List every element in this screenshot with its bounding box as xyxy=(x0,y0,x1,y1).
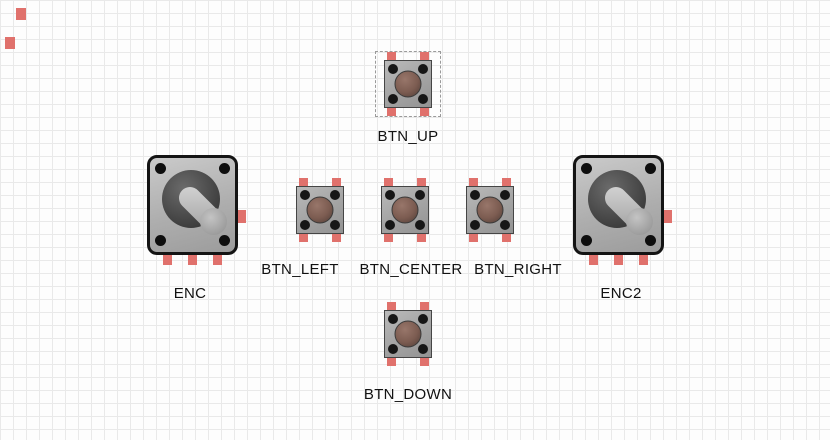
corner-dot xyxy=(418,64,428,74)
encoder-body xyxy=(573,155,664,255)
corner-dot xyxy=(470,220,480,230)
button-body xyxy=(296,186,344,234)
corner-dot xyxy=(385,220,395,230)
component-label[interactable]: BTN_DOWN xyxy=(363,386,453,403)
encoder-footprint-ENC[interactable]: ENC xyxy=(147,155,246,302)
corner-dot xyxy=(388,344,398,354)
corner-dot xyxy=(415,190,425,200)
corner-dot xyxy=(415,220,425,230)
pin-pad[interactable] xyxy=(384,226,393,242)
component-label[interactable]: BTN_RIGHT xyxy=(474,261,562,278)
encoder-shaft-end xyxy=(626,208,653,235)
encoder-body xyxy=(147,155,238,255)
corner-dot xyxy=(300,190,310,200)
corner-dot xyxy=(500,220,510,230)
pin-pad[interactable] xyxy=(163,249,172,265)
mount-tab-pad[interactable] xyxy=(237,210,246,223)
pin-pad[interactable] xyxy=(417,226,426,242)
pin-pad[interactable] xyxy=(420,100,429,116)
screw-dot xyxy=(219,235,230,246)
pin-pad[interactable] xyxy=(213,249,222,265)
screw-dot xyxy=(645,163,656,174)
button-body xyxy=(466,186,514,234)
button-footprint-BTN_UP[interactable]: BTN_UP xyxy=(375,51,441,145)
pin-pad[interactable] xyxy=(188,249,197,265)
pin-pad[interactable] xyxy=(589,249,598,265)
corner-dot xyxy=(300,220,310,230)
edge-pad-marker[interactable] xyxy=(5,37,15,49)
screw-dot xyxy=(645,235,656,246)
screw-dot xyxy=(581,163,592,174)
pin-pad[interactable] xyxy=(469,226,478,242)
screw-dot xyxy=(219,163,230,174)
pin-pad[interactable] xyxy=(614,249,623,265)
component-label[interactable]: ENC xyxy=(173,285,207,302)
pin-pad[interactable] xyxy=(332,226,341,242)
encoder-footprint-ENC2[interactable]: ENC2 xyxy=(573,155,672,302)
corner-dot xyxy=(330,190,340,200)
pin-pad[interactable] xyxy=(387,100,396,116)
button-footprint-BTN_LEFT[interactable]: BTN_LEFT xyxy=(261,178,344,278)
component-label[interactable]: BTN_UP xyxy=(377,128,439,145)
corner-dot xyxy=(500,190,510,200)
screw-dot xyxy=(155,163,166,174)
corner-dot xyxy=(418,314,428,324)
corner-dot xyxy=(388,314,398,324)
button-footprint-BTN_RIGHT[interactable]: BTN_RIGHT xyxy=(466,178,562,278)
component-label[interactable]: BTN_LEFT xyxy=(261,261,339,278)
button-cap xyxy=(476,196,504,224)
corner-dot xyxy=(418,344,428,354)
screw-dot xyxy=(581,235,592,246)
edge-pad-marker[interactable] xyxy=(16,8,26,20)
button-body xyxy=(384,60,432,108)
pin-pad[interactable] xyxy=(502,226,511,242)
corner-dot xyxy=(330,220,340,230)
pin-pad[interactable] xyxy=(420,350,429,366)
button-body xyxy=(381,186,429,234)
corner-dot xyxy=(418,94,428,104)
button-footprint-BTN_DOWN[interactable]: BTN_DOWN xyxy=(364,302,452,403)
mount-tab-pad[interactable] xyxy=(663,210,672,223)
pin-pad[interactable] xyxy=(387,350,396,366)
component-label[interactable]: ENC2 xyxy=(600,285,642,302)
screw-dot xyxy=(155,235,166,246)
button-body xyxy=(384,310,432,358)
corner-dot xyxy=(388,64,398,74)
pin-pad[interactable] xyxy=(639,249,648,265)
button-cap xyxy=(394,320,422,348)
component-label[interactable]: BTN_CENTER xyxy=(359,261,463,278)
encoder-shaft-end xyxy=(200,208,227,235)
corner-dot xyxy=(388,94,398,104)
button-footprint-BTN_CENTER[interactable]: BTN_CENTER xyxy=(359,178,462,278)
button-cap xyxy=(306,196,334,224)
selection-box xyxy=(375,51,441,117)
button-cap xyxy=(394,70,422,98)
corner-dot xyxy=(470,190,480,200)
corner-dot xyxy=(385,190,395,200)
button-cap xyxy=(391,196,419,224)
pin-pad[interactable] xyxy=(299,226,308,242)
